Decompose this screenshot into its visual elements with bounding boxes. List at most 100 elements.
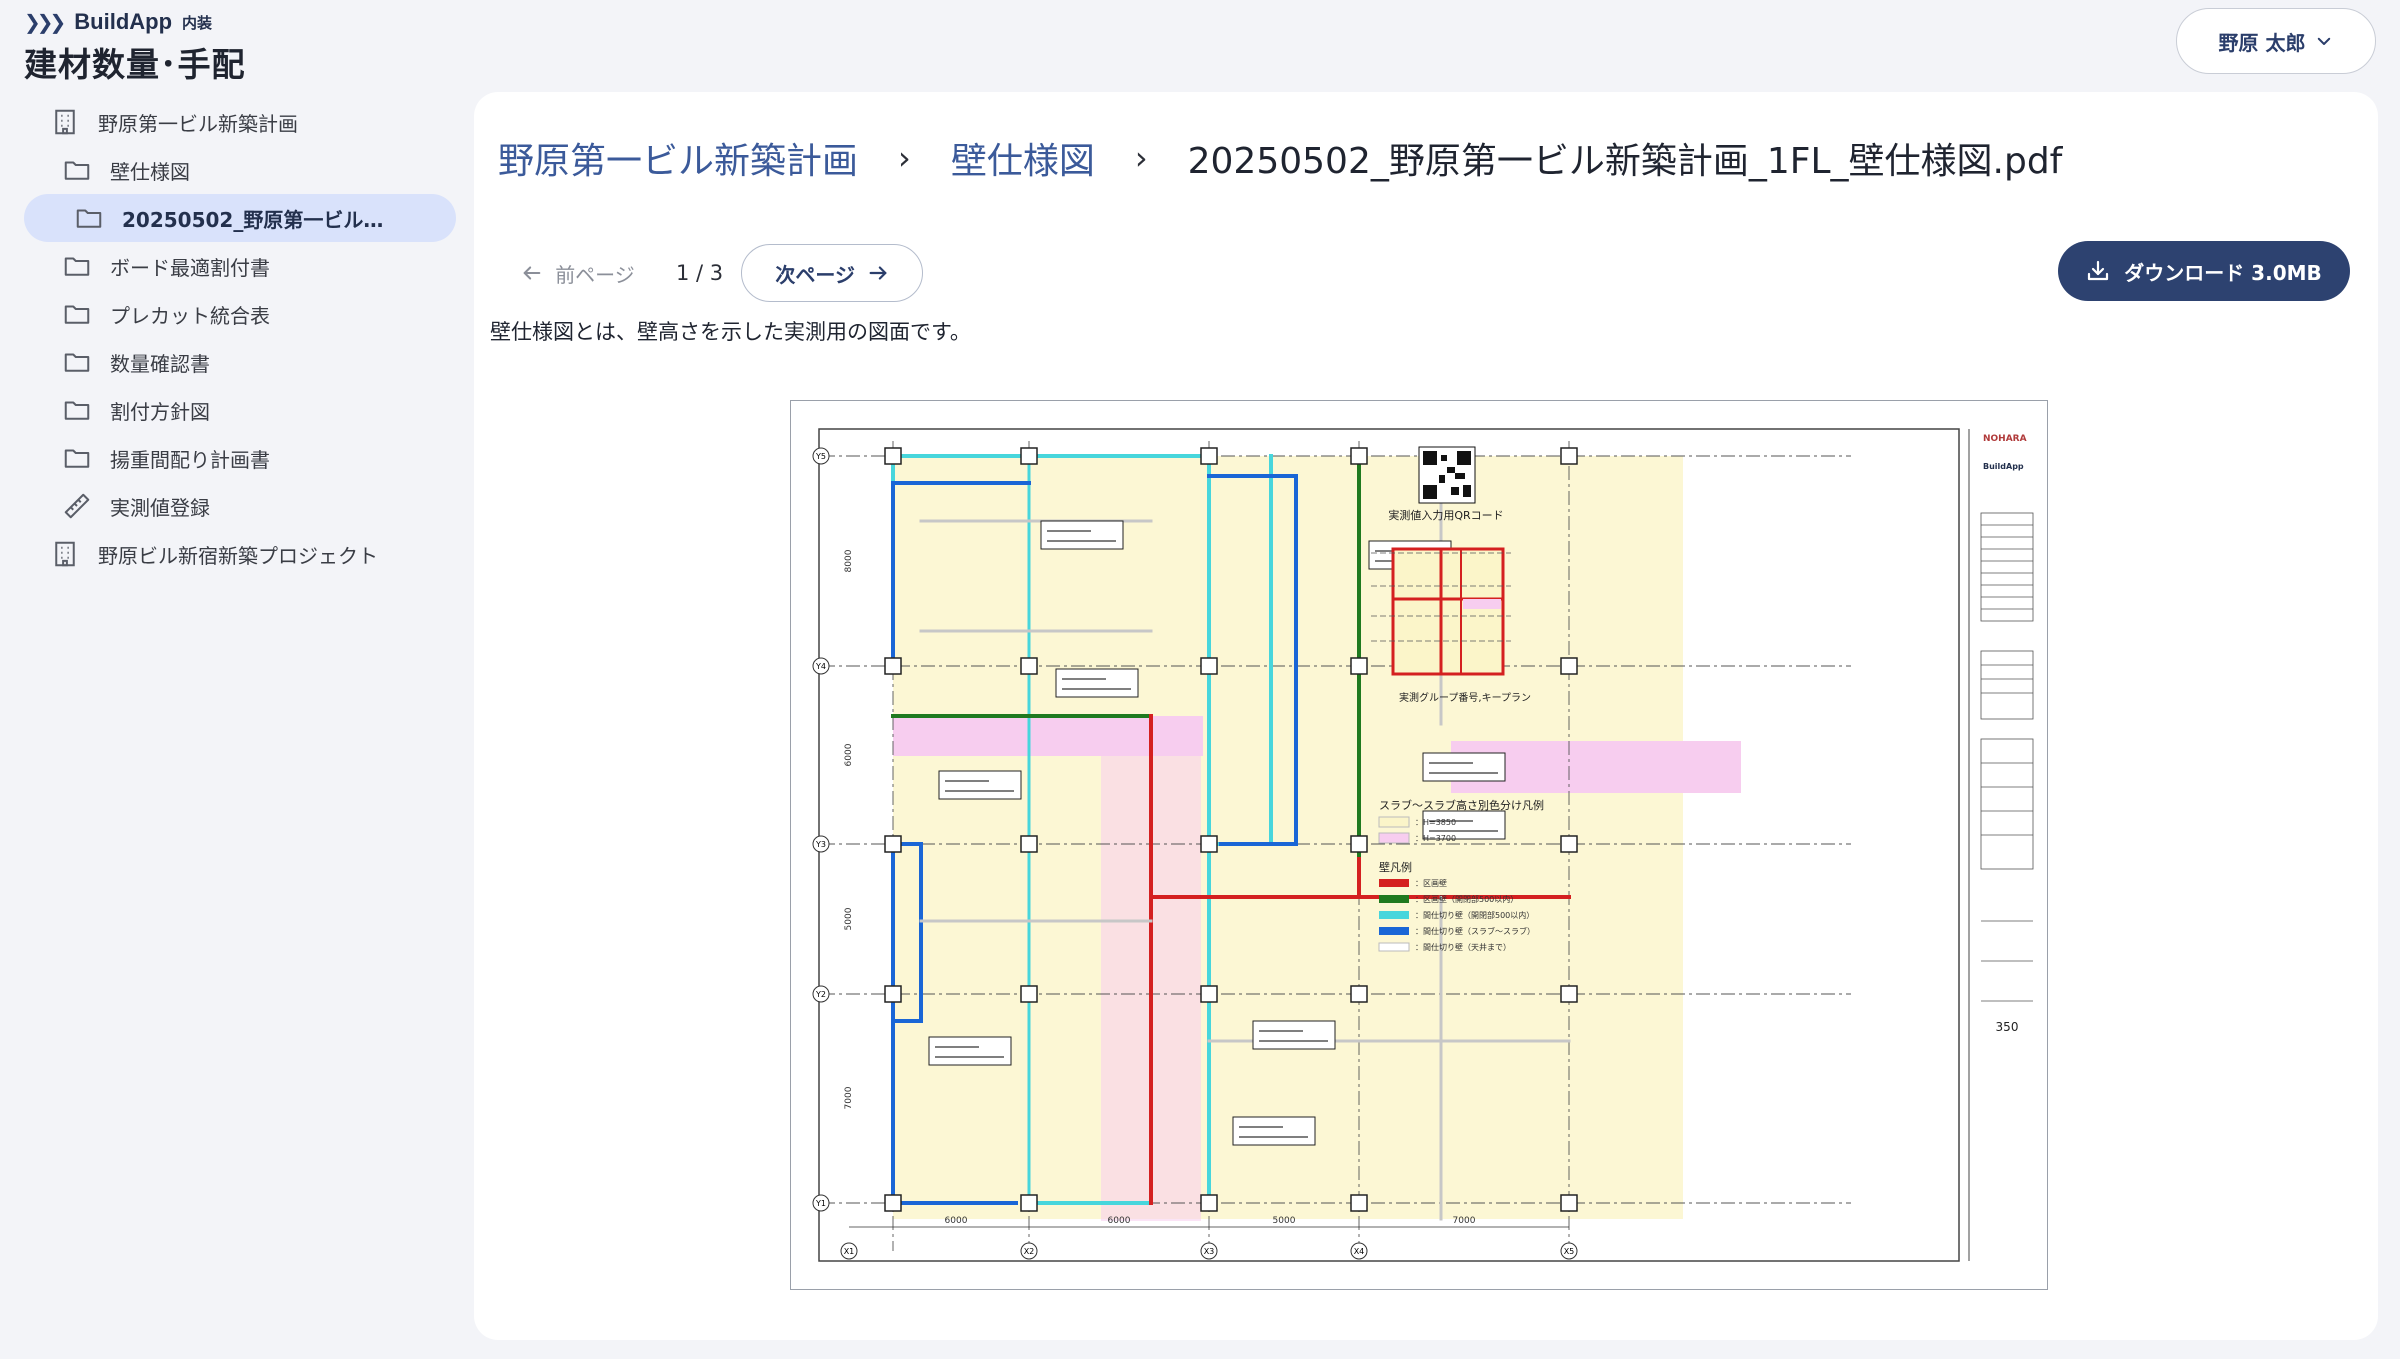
sidebar-item-label: 壁仕様図 — [110, 159, 190, 184]
download-icon — [2088, 260, 2109, 281]
dim-x-3: 5000 — [1273, 1216, 1296, 1226]
next-page-label: 次ページ — [775, 262, 855, 287]
ruler-icon — [60, 489, 94, 523]
app-logo[interactable]: ❯❯❯ BuildApp 内装 建材数量･手配 — [24, 9, 246, 86]
floor-plan-drawing: Y5 Y4 Y3 Y2 Y1 X1 X2 X3 X4 X5 6000 6000 … — [812, 428, 2034, 1262]
axis-y2-label: Y2 — [815, 990, 826, 999]
building-icon — [48, 537, 82, 571]
folder-icon — [60, 153, 94, 187]
building-icon — [48, 105, 82, 139]
dim-y-3: 5000 — [844, 907, 854, 930]
sidebar-item-label: 揚重間配り計画書 — [110, 447, 270, 472]
group-labels — [928, 520, 1506, 1146]
breadcrumb-separator: › — [1134, 139, 1148, 177]
breadcrumb: 野原第一ビル新築計画 › 壁仕様図 › 20250502_野原第一ビル新築計画_… — [498, 132, 2062, 184]
dim-y-4: 7000 — [844, 1086, 854, 1109]
user-name: 野原 太郎 — [2218, 30, 2306, 55]
chevron-down-icon — [2318, 37, 2331, 45]
axis-y1-label: Y1 — [815, 1199, 826, 1208]
legend-wall-label: ：間仕切り壁（スラブ～スラブ） — [1415, 926, 1535, 936]
axis-x1-label: X1 — [844, 1247, 855, 1256]
user-menu-button[interactable]: 野原 太郎 — [2176, 8, 2376, 74]
dim-x-2: 6000 — [1108, 1216, 1131, 1226]
axis-x2-label: X2 — [1024, 1247, 1035, 1256]
sidebar-item-1[interactable]: 壁仕様図 — [24, 146, 456, 194]
zone-h3850 — [1533, 456, 1683, 724]
legend-wall-label: ：区画壁 — [1415, 878, 1447, 888]
main-panel: 野原第一ビル新築計画 › 壁仕様図 › 20250502_野原第一ビル新築計画_… — [474, 92, 2378, 1340]
logo-chevron-icon: ❯❯❯ — [24, 10, 66, 34]
brand-mark: NOHARA — [1983, 434, 2027, 444]
app-title: 建材数量･手配 — [24, 45, 246, 84]
pdf-drawing-viewer[interactable]: Y5 Y4 Y3 Y2 Y1 X1 X2 X3 X4 X5 6000 6000 … — [790, 400, 2048, 1290]
download-button[interactable]: ダウンロード 3.0MB — [2058, 241, 2350, 301]
axis-x3-label: X3 — [1204, 1247, 1215, 1256]
sidebar-item-label: ボード最適割付書 — [110, 255, 270, 280]
sidebar-item-7[interactable]: 揚重間配り計画書 — [24, 434, 456, 482]
axis-y4-label: Y4 — [815, 662, 826, 671]
axis-y5-label: Y5 — [815, 452, 826, 461]
folder-icon — [72, 201, 106, 235]
sidebar-item-label: 割付方針図 — [110, 399, 210, 424]
sidebar-item-label: 実測値登録 — [110, 495, 210, 520]
dim-x-1: 6000 — [945, 1216, 968, 1226]
download-label: ダウンロード 3.0MB — [2124, 260, 2322, 285]
keyplan — [1371, 547, 1511, 676]
legend-height-title: スラブ～スラブ高さ別色分け凡例 — [1379, 798, 1544, 812]
sidebar-item-6[interactable]: 割付方針図 — [24, 386, 456, 434]
brand-app: BuildApp — [1983, 462, 2024, 471]
breadcrumb-project-link[interactable]: 野原第一ビル新築計画 — [498, 141, 859, 182]
sidebar-item-label: 数量確認書 — [110, 351, 210, 376]
sidebar-tree: 野原第一ビル新築計画壁仕様図 20250502_野原第一ビル新… ボード最適割付書プ… — [24, 98, 456, 578]
page-indicator: 1 / 3 — [676, 261, 724, 285]
dimensions: 6000 6000 5000 7000 8000 6000 5000 7000 — [844, 549, 1569, 1228]
next-page-button[interactable]: 次ページ — [741, 244, 924, 302]
pager: 前ページ 1 / 3 次ページ — [488, 244, 924, 302]
folder-icon — [60, 441, 94, 475]
axis-y3-label: Y3 — [815, 840, 826, 849]
sidebar-item-label: 野原ビル新宿新築プロジェクト — [98, 543, 378, 568]
axis-x4-label: X4 — [1354, 1247, 1365, 1256]
dim-y-2: 6000 — [844, 743, 854, 766]
sidebar-item-5[interactable]: 数量確認書 — [24, 338, 456, 386]
sidebar-item-8[interactable]: 実測値登録 — [24, 482, 456, 530]
legend-wall-title: 壁凡例 — [1379, 860, 1412, 874]
axis-bubbles-y: Y5 Y4 Y3 Y2 Y1 — [812, 447, 830, 1212]
folder-icon — [60, 393, 94, 427]
breadcrumb-separator: › — [898, 139, 911, 177]
legend-height-label: ：H=3850 — [1415, 818, 1456, 827]
sidebar-item-2[interactable]: 20250502_野原第一ビル新… — [24, 194, 456, 242]
breadcrumb-current-file: 20250502_野原第一ビル新築計画_1FL_壁仕様図.pdf — [1187, 141, 2063, 182]
axis-x5-label: X5 — [1564, 1247, 1575, 1256]
sidebar-item-3[interactable]: ボード最適割付書 — [24, 242, 456, 290]
axis-bubbles-x: X1 X2 X3 X4 X5 — [840, 1242, 1578, 1260]
legend-height-label: ：H=3700 — [1415, 834, 1456, 843]
logo-brand: BuildApp — [74, 9, 173, 34]
dim-x-4: 7000 — [1453, 1216, 1476, 1226]
sidebar-item-0[interactable]: 野原第一ビル新築計画 — [24, 98, 456, 146]
sidebar-item-label: 野原第一ビル新築計画 — [98, 111, 298, 136]
prev-page-button[interactable]: 前ページ — [488, 244, 668, 302]
legend-wall-label: ：区画壁（開閉部500以内） — [1415, 894, 1518, 904]
page-description: 壁仕様図とは、壁高さを示した実測用の図面です。 — [490, 320, 971, 344]
keyplan-caption: 実測グループ番号,キープラン — [1399, 691, 1531, 704]
sidebar-item-label: プレカット統合表 — [110, 303, 270, 328]
group-label-text-lines — [935, 530, 1498, 1138]
legend-wall-label: ：間仕切り壁（天井まで） — [1415, 942, 1511, 952]
folder-icon — [60, 345, 94, 379]
title-block-tables — [1980, 512, 2034, 1002]
qr-caption: 実測値入力用QRコード — [1388, 508, 1503, 522]
dim-y-1: 8000 — [844, 549, 854, 572]
columns — [884, 447, 1578, 1212]
prev-page-label: 前ページ — [555, 262, 635, 287]
legend-swatch-h3700 — [1378, 832, 1410, 844]
folder-icon — [60, 297, 94, 331]
legend-walls: ：区画壁 ：区画壁（開閉部500以内） ：間仕切り壁（開閉部500以内） ：間仕… — [1378, 878, 1535, 952]
legend-wall-label: ：間仕切り壁（開閉部500以内） — [1415, 910, 1534, 920]
sidebar-item-4[interactable]: プレカット統合表 — [24, 290, 456, 338]
folder-icon — [60, 249, 94, 283]
logo-sub: 内装 — [182, 13, 213, 32]
legend-swatch-h3850 — [1378, 816, 1410, 828]
breadcrumb-folder-link[interactable]: 壁仕様図 — [950, 141, 1095, 182]
sidebar-item-9[interactable]: 野原ビル新宿新築プロジェクト — [24, 530, 456, 578]
